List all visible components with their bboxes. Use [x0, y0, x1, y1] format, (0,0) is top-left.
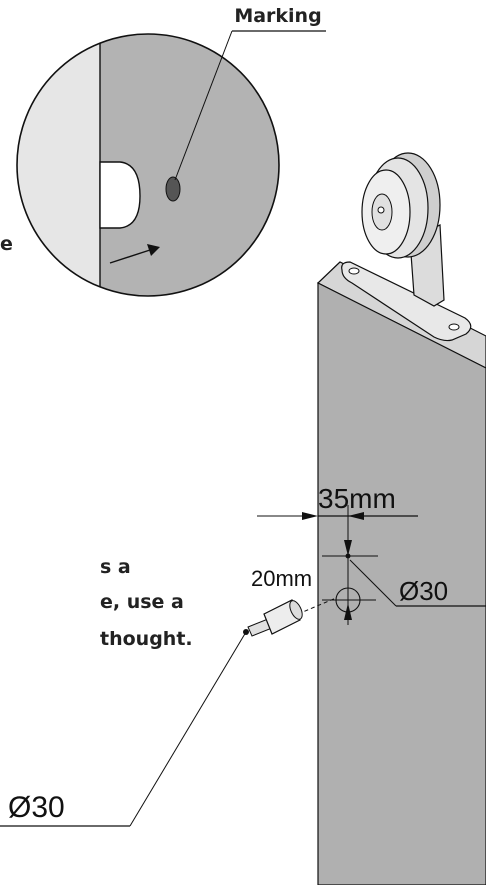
marking-leader — [174, 30, 233, 181]
dimension-35mm: 35mm — [257, 483, 418, 625]
plate-hole-right — [448, 323, 460, 331]
note-line-1: s a — [100, 556, 131, 578]
wheel-axle — [377, 206, 385, 214]
direction-arrow — [109, 249, 151, 264]
dim-35mm-arrow-right — [348, 512, 364, 520]
note-line-2: e, use a — [100, 591, 184, 613]
dimension-20mm: 20mm — [251, 540, 378, 591]
zoom-outline — [16, 33, 280, 297]
dia30-leader — [349, 559, 397, 607]
cut-text-e: e — [0, 233, 13, 255]
drill-bit — [243, 597, 337, 637]
zoom-detail — [16, 33, 280, 297]
note-line-3: thought. — [100, 628, 193, 650]
dim-20mm-label: 20mm — [251, 566, 312, 591]
door-panel-top-edge — [317, 261, 341, 284]
dia30-left-callout: Ø30 — [0, 631, 247, 827]
dia30-left-leader — [129, 631, 247, 827]
edge-hole — [99, 161, 141, 229]
marking-label: Marking — [234, 5, 321, 27]
hole-30mm: Ø30 — [322, 559, 486, 620]
cut-note: s a e, use a thought. — [100, 556, 193, 650]
dia30-left-label: Ø30 — [8, 791, 65, 824]
hole-arrow-up — [344, 603, 352, 620]
marking-callout: Marking — [174, 5, 326, 181]
dim-35mm-arrow-left — [302, 512, 318, 520]
direction-arrowhead — [147, 244, 160, 256]
plate-hole-left — [348, 267, 360, 275]
drill-tip — [289, 600, 303, 620]
dia30-right-label: Ø30 — [399, 576, 448, 606]
roller-hanger — [341, 152, 472, 342]
mounting-plate — [341, 261, 472, 342]
dim-35mm-label: 35mm — [318, 483, 396, 514]
dim-20mm-arrow — [344, 540, 352, 556]
door-panel-front — [317, 282, 486, 885]
door-panel — [316, 261, 486, 885]
marking-dot — [165, 176, 181, 202]
